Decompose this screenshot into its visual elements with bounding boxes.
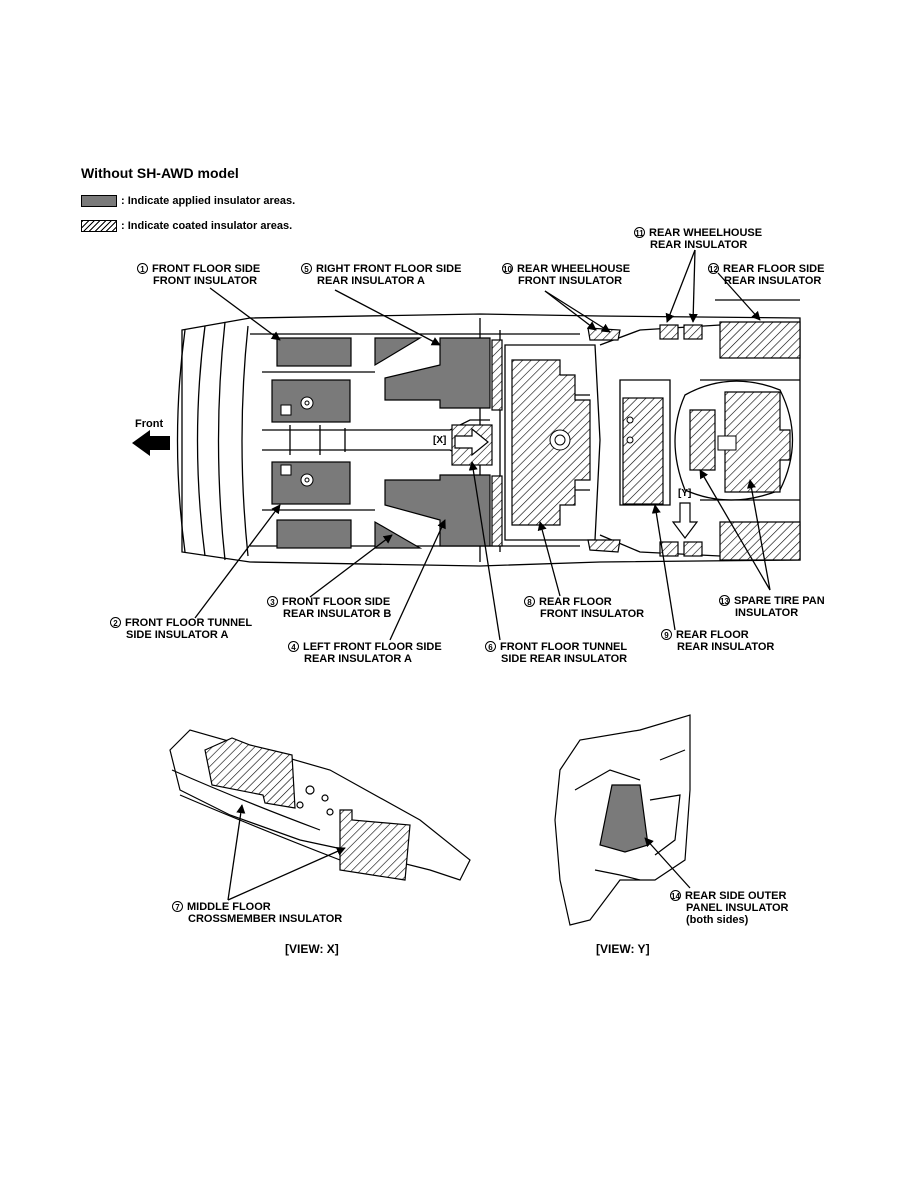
view-y-rear-side-panel: [554, 714, 691, 926]
pad-10-left: [587, 539, 621, 553]
view-x-crossmember: [169, 729, 471, 881]
pad-1-front-floor-side-front-insulator-right: [276, 337, 352, 367]
legend-coated: : Indicate coated insulator areas.: [81, 219, 292, 233]
pad-12-left: [719, 521, 801, 561]
pad-10-right: [587, 327, 621, 341]
applied-insulators: [271, 337, 491, 549]
pad-6-left: [491, 475, 503, 547]
legend-applied-text: : Indicate applied insulator areas.: [121, 195, 296, 207]
view-y-arrow-icon: [671, 502, 699, 539]
legend-applied: : Indicate applied insulator areas.: [81, 194, 295, 208]
front-label: Front: [135, 418, 164, 430]
pad-7-right: [339, 809, 411, 881]
floor-details: [280, 396, 737, 487]
pad-13-spare-tire-pan-insulator-left: [689, 409, 716, 471]
view-x-arrow-icon: [454, 427, 489, 457]
view-y-marker: [Y]: [678, 488, 692, 499]
pad-11-right-a: [659, 324, 679, 340]
pad-12-right: [719, 321, 801, 359]
pad-3-left: [374, 520, 423, 549]
pad-5-right-front-floor-side-rear-insulator-a: [384, 337, 491, 409]
front-arrow-icon: [132, 430, 170, 456]
legend-coated-text: : Indicate coated insulator areas.: [121, 220, 293, 232]
view-y-caption: [VIEW: Y]: [596, 942, 650, 956]
view-x-marker: [X]: [433, 435, 447, 446]
pad-13-spare-tire-pan-insulator-right: [724, 391, 791, 493]
pad-6-right: [491, 339, 503, 411]
pad-3-right: [374, 337, 423, 367]
hatch-swatch-icon: [81, 220, 117, 232]
pad-9-rear-floor-rear-insulator: [622, 397, 664, 505]
coated-insulators: [451, 321, 801, 561]
view-x-leaders: [227, 804, 346, 901]
view-x-caption: [VIEW: X]: [285, 942, 339, 956]
page-title: Without SH-AWD model: [81, 165, 239, 181]
pad-7-left: [204, 737, 296, 809]
pad-14-rear-side-outer-panel-insulator: [599, 784, 649, 853]
solid-swatch-icon: [81, 195, 117, 207]
pad-11-left-a: [659, 541, 679, 557]
pad-11-left-b: [683, 541, 703, 557]
pad-1-front-floor-side-front-insulator-left: [276, 519, 352, 549]
view-y-leaders: [644, 837, 691, 889]
leader-lines: [194, 249, 771, 641]
pad-11-right-b: [683, 324, 703, 340]
